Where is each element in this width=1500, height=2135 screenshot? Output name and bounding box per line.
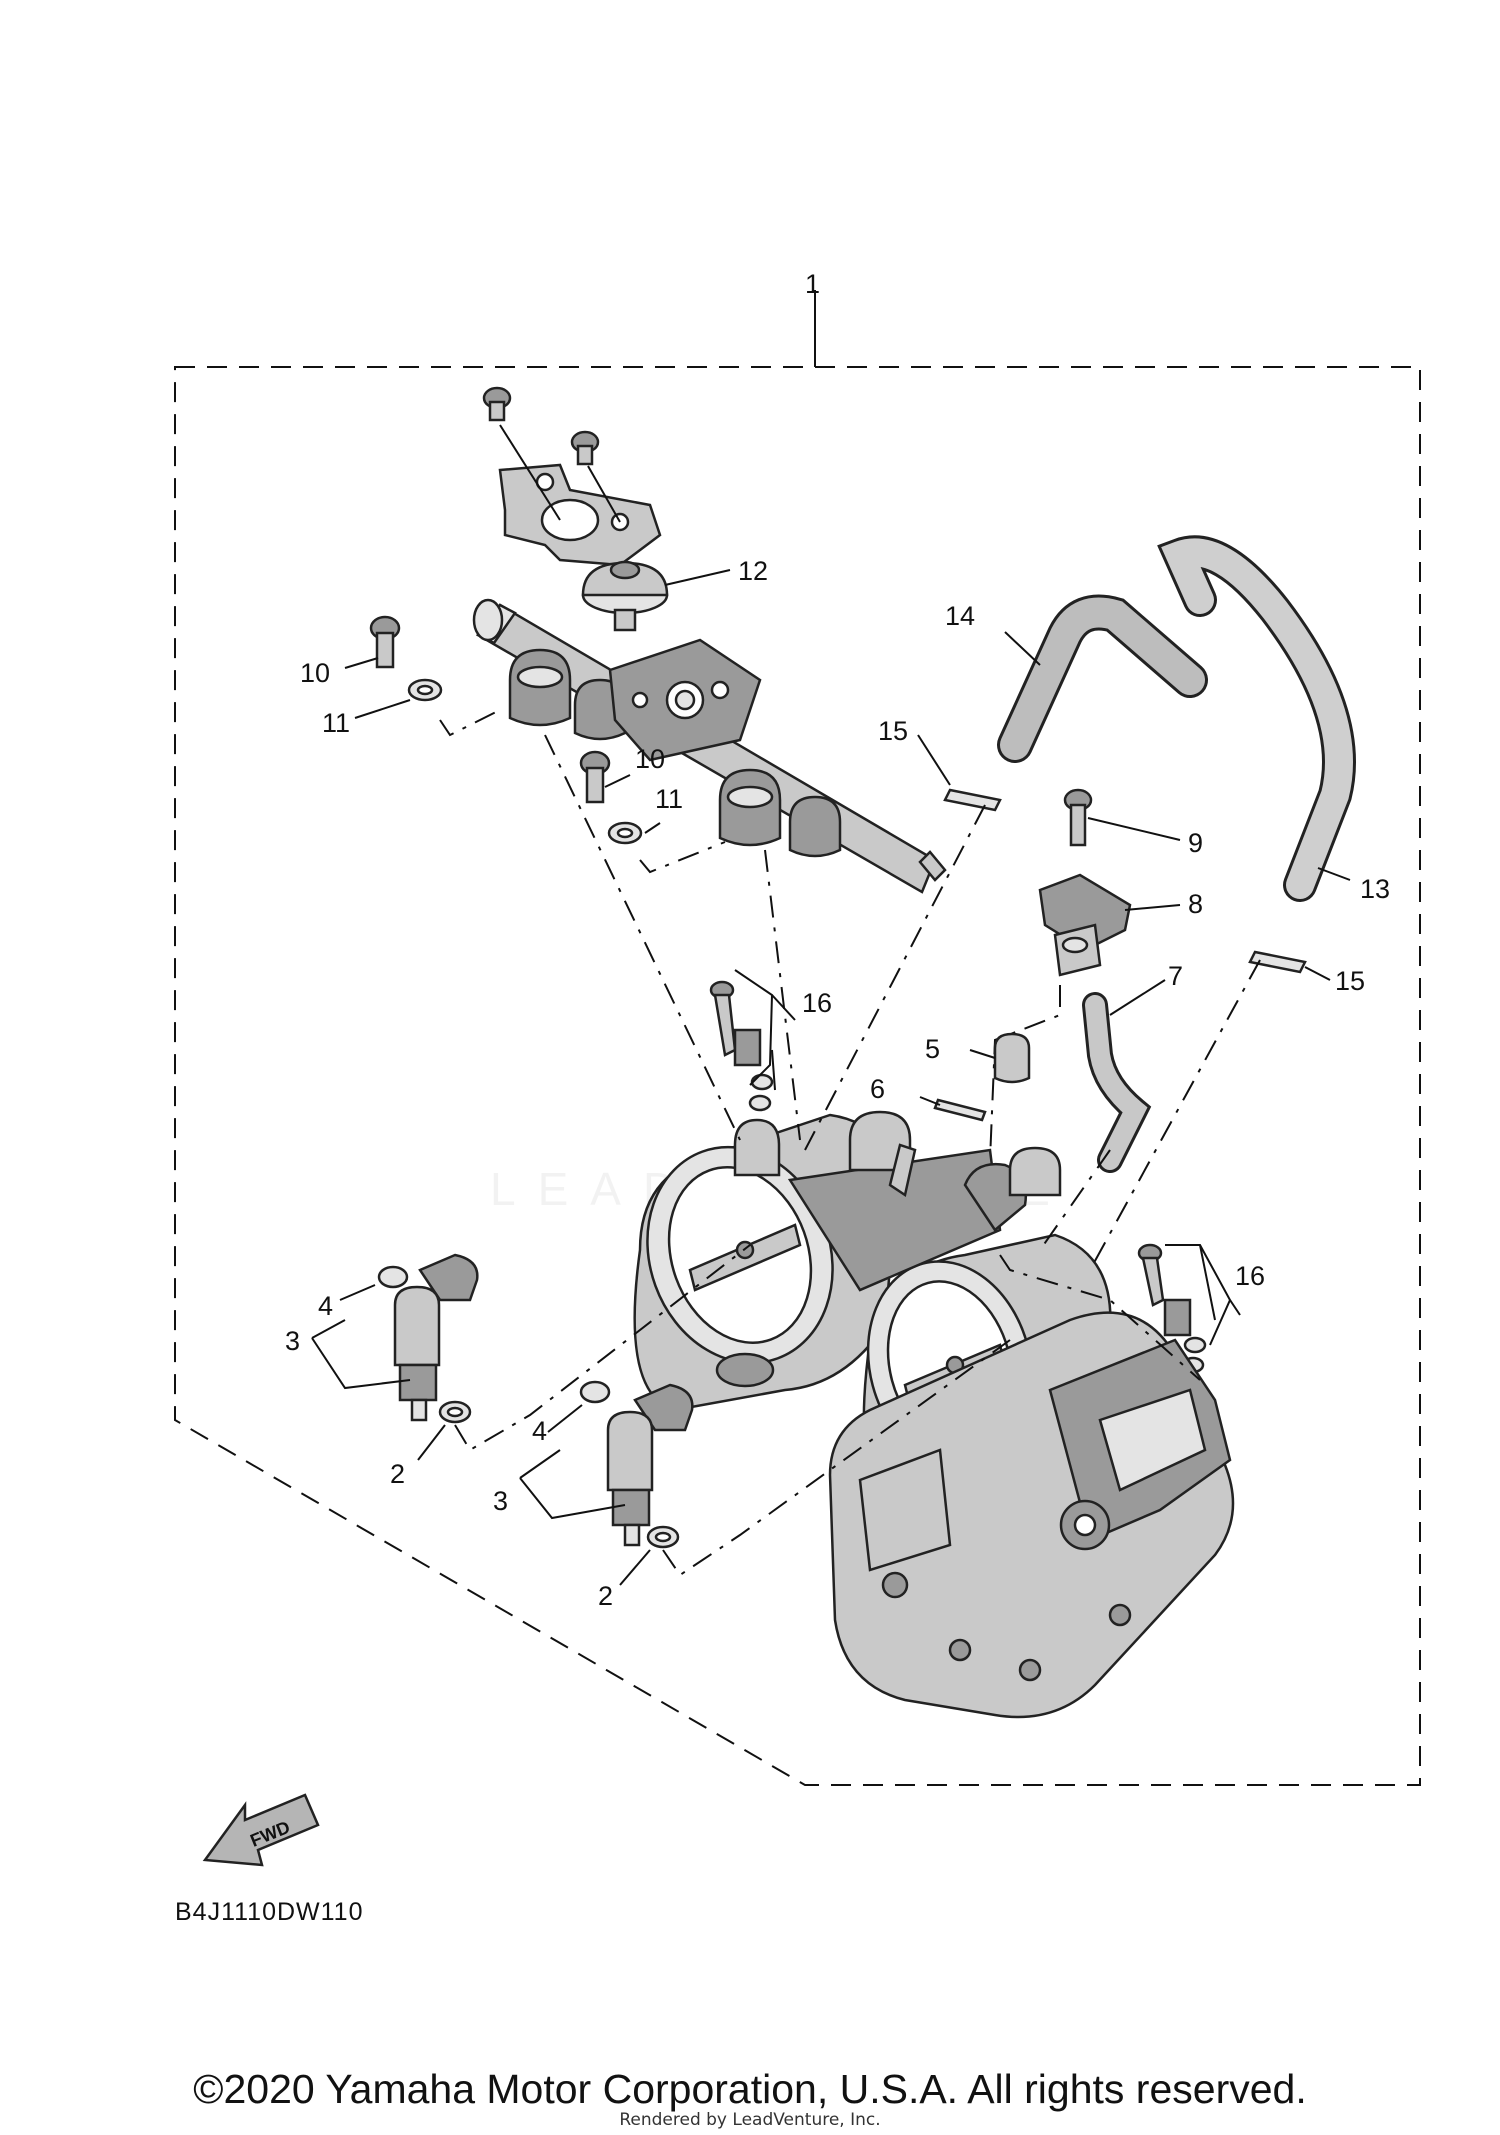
leader-4b [547,1404,583,1433]
guide-hose7 [1039,1149,1111,1251]
callout-16b: 16 [1235,1261,1265,1291]
injector-upper-oring [377,1265,409,1289]
rendered-by-credit: Rendered by LeadVenture, Inc. [619,2110,881,2130]
guide-hose14 [804,804,986,1151]
leader-3a-b [311,1319,346,1339]
leader-15a [917,734,951,786]
copyright-notice: ©2020 Yamaha Motor Corporation, U.S.A. A… [193,2066,1307,2112]
leader-16a [734,969,774,1086]
leader-11b [644,822,661,834]
guide-rail-right [639,841,726,874]
guide-body-top [999,1254,1201,1381]
callout-1: 1 [805,269,820,299]
callout-9: 9 [1188,828,1203,858]
injector-lower-seal-hole [654,1531,672,1543]
regulator-bracket [498,463,662,567]
hose-13-fill [1161,538,1353,899]
callout-4a: 4 [318,1291,333,1321]
leader-8 [1124,904,1181,911]
callout-8: 8 [1188,889,1203,919]
sensor-bolt [1063,788,1093,847]
leader-16a-c [771,1049,776,1091]
callout-2b: 2 [598,1581,613,1611]
assembly-frame [174,366,1421,1786]
callout-6: 6 [870,1074,885,1104]
leader-3b-b [519,1449,561,1479]
vacuum-cap [993,1032,1031,1084]
guide-sensor [989,985,1061,1161]
forward-arrow: FWD [202,1793,320,1867]
leader-7 [1109,979,1166,1016]
leader-4a [339,1284,376,1301]
hose-clip-lower [1248,950,1307,974]
guide-rail-to-body-left [544,734,741,1141]
callout-4b: 4 [532,1416,547,1446]
leader-14 [1004,631,1041,666]
callout-5: 5 [925,1034,940,1064]
hose-7-fill [1085,995,1148,1170]
hose-14-fill [1000,597,1205,760]
leader-16b-b [1199,1244,1216,1321]
regulator-bolt-right [570,430,600,466]
callout-3b: 3 [493,1486,508,1516]
vacuum-clip [933,1098,987,1122]
callout-13: 13 [1360,874,1390,904]
injector-lower-oring [579,1380,611,1404]
fuel-rail [472,598,947,894]
leader-3a [311,1337,411,1390]
rail-bolt-upper [369,615,401,669]
guide-injector-upper [454,1244,751,1452]
drawing-code: B4J1110DW110 [175,1898,364,1926]
leader-bolt-right [587,465,621,523]
leader-15b [1304,966,1331,981]
callout-10a: 10 [300,658,330,688]
hose-clip-upper [943,788,1002,812]
callout-11a: 11 [322,708,350,738]
leader-3b [519,1477,626,1520]
rail-washer-upper-hole [416,684,434,696]
callout-3a: 3 [285,1326,300,1356]
guide-rail-to-body-right [764,849,801,1141]
guide-rail-left [439,709,501,737]
callout-10b: 10 [635,744,665,774]
idle-screw-set-upper [709,980,774,1112]
guide-hose13 [1089,959,1261,1271]
map-sensor [1038,873,1132,977]
callout-16a: 16 [802,988,832,1018]
leader-2a [417,1424,446,1461]
guide-injector-lower [662,1339,1011,1577]
injector-upper [393,1253,479,1422]
callout-14: 14 [945,601,975,631]
injector-lower [606,1383,694,1547]
pressure-regulator [581,560,669,632]
callout-11b: 11 [655,784,683,814]
callout-7: 7 [1168,961,1183,991]
leader-9 [1087,817,1181,841]
callout-15b: 15 [1335,966,1365,996]
leader-5 [969,1049,996,1059]
leader-10b [604,774,631,788]
regulator-bolt-left [482,386,512,422]
rail-washer-lower-hole [616,827,634,839]
leader-11a [354,699,411,719]
leader-10a [344,657,379,669]
callout-12: 12 [738,556,768,586]
leader-16b-c [1229,1299,1241,1316]
callout-2a: 2 [390,1459,405,1489]
callout-15a: 15 [878,716,908,746]
leader-12 [664,569,731,586]
leader-13 [1317,867,1351,881]
injector-upper-seal-hole [446,1406,464,1418]
idle-screw-set-lower [1137,1243,1207,1374]
throttle-body [633,1110,1235,1719]
leader-2b [619,1549,651,1586]
leader-6 [919,1096,941,1106]
rail-bolt-lower [579,750,611,804]
leader-bolt-left [499,424,561,521]
leader-16b [1165,1244,1232,1346]
